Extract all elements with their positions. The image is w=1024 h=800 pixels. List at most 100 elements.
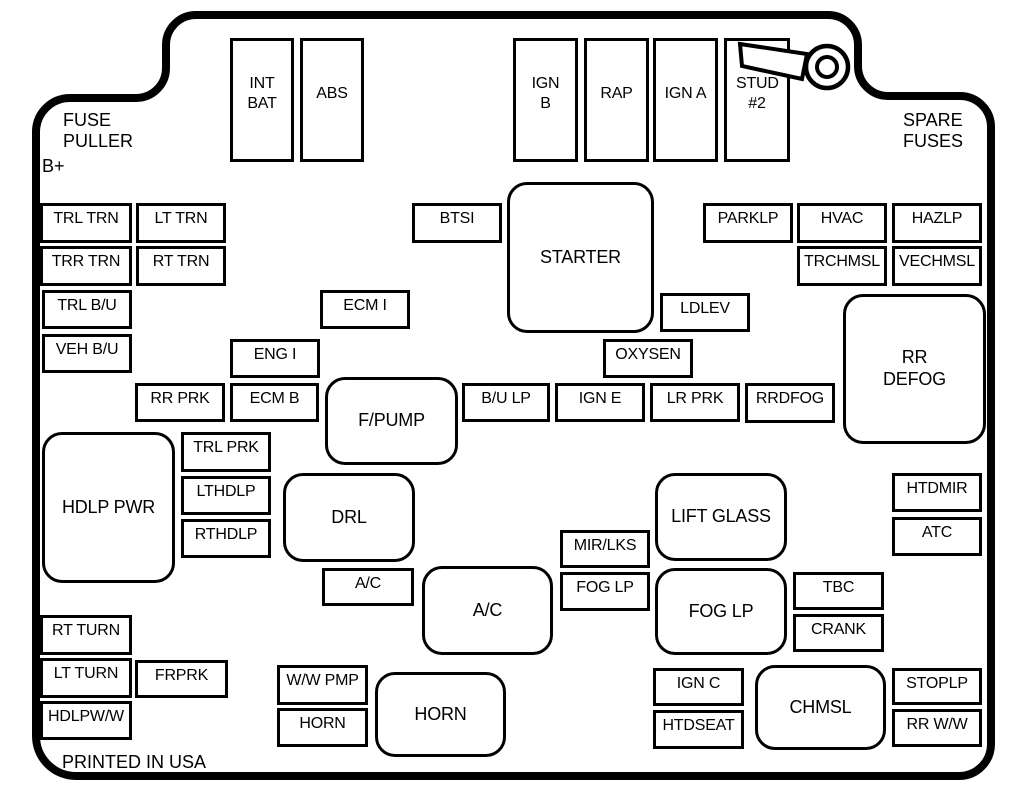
fuse-ign-b: IGN B [513,38,578,162]
fuse-trchmsl: TRCHMSL [797,246,887,286]
fuse-rr-prk: RR PRK [135,383,225,422]
fuse-bu-lp: B/U LP [462,383,550,422]
label: CRANK [810,621,866,638]
label: FOG LP [688,600,754,621]
fuse-oxysen: OXYSEN [603,339,693,378]
fuse-trl-bu: TRL B/U [42,290,132,329]
label: RT TRN [152,253,210,270]
relay-starter: STARTER [507,182,654,333]
fuse-ldlev: LDLEV [660,293,750,332]
fuse-btsi: BTSI [412,203,502,243]
fuse-abs: ABS [300,38,364,162]
label: LT TRN [154,210,208,227]
label: FOG LP [576,579,634,596]
fuse-trl-trn: TRL TRN [40,203,132,243]
fuse-htdmir: HTDMIR [892,473,982,512]
fuse-rt-turn: RT TURN [40,615,132,655]
label: RT TURN [52,622,120,639]
label: LIFT GLASS [671,506,771,527]
label: TRR TRN [51,253,121,270]
fuse-frprk: FRPRK [135,660,228,698]
relay-hdlp-pwr: HDLP PWR [42,432,175,583]
label: LTHDLP [196,483,256,500]
label: HVAC [820,210,864,227]
fuse-lr-prk: LR PRK [650,383,740,422]
relay-fog-lp: FOG LP [655,568,787,655]
label: RTHDLP [194,526,258,543]
label: DRL [331,506,367,527]
label: F/PUMP [358,410,425,431]
fuse-rrdfog: RRDFOG [745,383,835,423]
label: BTSI [439,210,475,227]
label: TRL B/U [57,297,117,314]
fuse-ign-a: IGN A [653,38,718,162]
label: FRPRK [154,667,209,684]
label: ABS [316,85,348,103]
printed-in-usa-label: PRINTED IN USA [62,752,207,772]
fuse-lthdlp: LTHDLP [181,476,271,515]
spare-fuses-label: SPARE FUSES [903,110,964,152]
label: HDLP PWR [61,496,156,517]
label: HTDMIR [906,480,968,497]
label: ECM B [249,390,300,407]
relay-drl: DRL [283,473,415,562]
relay-lift-glass: LIFT GLASS [655,473,787,561]
relay-fpump: F/PUMP [325,377,458,465]
label: IGN C [676,675,721,692]
relay-rr-defog: RR DEFOG [843,294,986,444]
fuse-rthdlp: RTHDLP [181,519,271,558]
label: ENG I [253,346,297,363]
fuse-stud-2: STUD #2 [724,38,790,162]
label: HORN [414,703,467,724]
fuse-ww-pmp: W/W PMP [277,665,368,705]
label: RAP [600,85,633,103]
label: TBC [822,579,855,596]
label: TRL PRK [193,439,259,456]
fuse-int-bat: INT BAT [230,38,294,162]
label: PARKLP [717,210,779,227]
fuse-ac: A/C [322,568,414,606]
fuse-rap: RAP [584,38,649,162]
fuse-veh-bu: VEH B/U [42,334,132,373]
label: IGN A [664,85,707,103]
label: TRL TRN [53,210,119,227]
label: STOPLP [906,675,968,692]
fuse-ign-e: IGN E [555,383,645,422]
label: LDLEV [680,300,730,317]
fuse-lt-trn: LT TRN [136,203,226,243]
label: HORN [299,715,346,732]
fuse-ign-c: IGN C [653,668,744,706]
label: INT BAT [247,75,277,112]
label: RR PRK [150,390,210,407]
label: B/U LP [481,390,531,407]
fuse-crank: CRANK [793,614,884,652]
fuse-puller-label: FUSE PULLER [63,110,134,152]
label: STARTER [540,246,621,267]
label: TRCHMSL [804,253,880,270]
label: VEH B/U [55,341,119,358]
fuse-fog-lp: FOG LP [560,572,650,611]
label: MIR/LKS [573,537,637,554]
fuse-hazlp: HAZLP [892,203,982,243]
label: LT TURN [53,665,119,682]
relay-chmsl: CHMSL [755,665,886,750]
label: RR W/W [906,716,968,733]
fuse-ecm-b: ECM B [230,383,319,422]
fuse-trl-prk: TRL PRK [181,432,271,472]
fuse-eng-i: ENG I [230,339,320,378]
fuse-trr-trn: TRR TRN [40,246,132,286]
label: ATC [921,524,953,541]
label: OXYSEN [615,346,681,363]
label: LR PRK [666,390,724,407]
label: IGN B [531,75,560,112]
label: IGN E [578,390,622,407]
fuse-atc: ATC [892,517,982,556]
label: HDLPW/W [48,708,124,725]
fuse-rr-ww: RR W/W [892,709,982,747]
fuse-mir-lks: MIR/LKS [560,530,650,568]
relay-ac: A/C [422,566,553,655]
label: RRDFOG [755,390,825,407]
fuse-hdlpww: HDLPW/W [40,701,132,740]
